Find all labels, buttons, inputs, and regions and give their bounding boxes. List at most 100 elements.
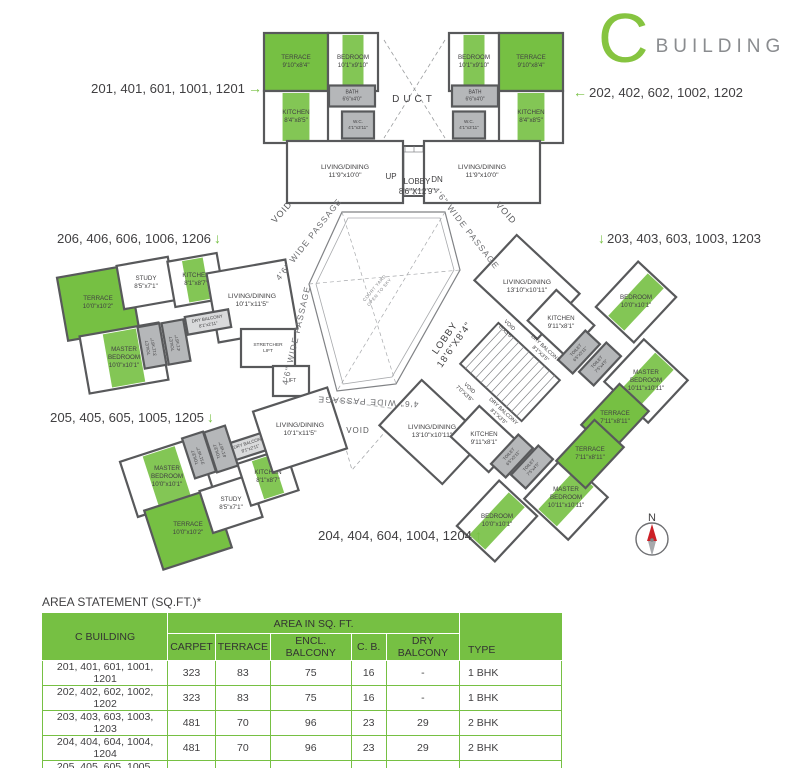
area-cell: 29 [385, 710, 461, 736]
svg-text:LIFT: LIFT [286, 378, 296, 384]
units-cell: 203, 403, 603, 1003, 1203 [41, 710, 169, 736]
svg-text:W.C.4'1"x3'11": W.C.4'1"x3'11" [348, 119, 368, 130]
sub-col-header: TERRACE [214, 633, 271, 661]
staircase-right [458, 321, 562, 423]
units-206-label: 206, 406, 606, 1006, 1206↓ [57, 230, 221, 246]
svg-text:COURT YARDOPEN TO SKY: COURT YARDOPEN TO SKY [361, 273, 392, 307]
col-header-building: C BUILDING [41, 613, 169, 661]
sub-col-header: DRY BALCONY [385, 633, 461, 661]
area-cell: 75 [269, 685, 352, 711]
area-cell: 29 [385, 735, 461, 761]
units-cell: 201, 401, 601, 1001, 1201 [41, 660, 169, 686]
wc-202: W.C.4'1"x3'11" [451, 110, 487, 140]
units-202-label: ←202, 402, 602, 1002, 1202 [573, 84, 743, 100]
courtyard-and-passages [308, 39, 461, 471]
units-cell: 205, 405, 605, 1005, 1205 [41, 760, 169, 768]
lift: LIFT [271, 364, 311, 398]
toilet-205b: TOILET4'1"x6'7" [202, 424, 240, 474]
svg-text:UP: UP [385, 172, 396, 181]
area-cell: - [385, 660, 461, 686]
svg-text:DN: DN [431, 175, 443, 184]
toilet-204b: TOILET7'5"x4'5" [509, 443, 555, 491]
area-cell: 96 [269, 735, 352, 761]
area-cell: 96 [269, 710, 352, 736]
area-cell: 70 [214, 735, 271, 761]
label-void-bottom: VOID [346, 426, 369, 435]
svg-text:DUCT: DUCT [392, 94, 436, 105]
type-cell: 2 BHK [459, 735, 562, 761]
building-letter: C [598, 0, 649, 77]
area-cell: 23 [350, 710, 387, 736]
area-cell: 16 [350, 685, 387, 711]
svg-text:TOILET4'1"x6'7": TOILET4'1"x6'7" [168, 334, 182, 353]
svg-text:N: N [648, 512, 656, 524]
area-cell: 323 [167, 685, 216, 711]
area-cell: 83 [214, 660, 271, 686]
area-cell: 23 [350, 735, 387, 761]
area-cell: 481 [167, 710, 216, 736]
toilet-203a: TOILET6'5"x3'11" [556, 328, 602, 376]
area-cell: 101 [214, 760, 271, 768]
type-cell: 1 BHK [459, 660, 562, 686]
col-group-header: AREA IN SQ. FT. [167, 613, 461, 634]
drybalcony-206: DRY BALCONY8'1"x2'11" [183, 308, 233, 336]
sub-col-header: C. B. [350, 633, 387, 661]
svg-text:W.C.4'1"x3'11": W.C.4'1"x3'11" [459, 119, 479, 130]
units-203-label: ↓203, 403, 603, 1003, 1203 [598, 230, 761, 246]
table-row: 205, 405, 605, 1005, 1205390101672125Sma… [41, 760, 562, 768]
type-cell: 1 BHK [459, 685, 562, 711]
area-cell: 75 [269, 660, 352, 686]
svg-text:VOID: VOID [269, 199, 294, 225]
label-courtyard: COURT YARDOPEN TO SKY [361, 273, 393, 308]
area-cell: 481 [167, 735, 216, 761]
wc-201: W.C.4'1"x3'11" [340, 110, 376, 140]
area-statement: AREA STATEMENT (SQ.FT.)* C BUILDING AREA… [41, 595, 564, 768]
units-204-label: 204, 404, 604, 1004, 1204↑ [318, 527, 482, 543]
area-cell: 25 [385, 760, 461, 768]
label-up: UP [385, 172, 396, 181]
sub-col-header: CARPET [167, 633, 216, 661]
svg-text:VOID7'0"X3'6": VOID7'0"X3'6" [454, 379, 479, 404]
svg-text:TOILET3'11"x6'7": TOILET3'11"x6'7" [189, 446, 205, 467]
building-word: BUILDING [655, 36, 786, 58]
area-cell: 390 [167, 760, 216, 768]
